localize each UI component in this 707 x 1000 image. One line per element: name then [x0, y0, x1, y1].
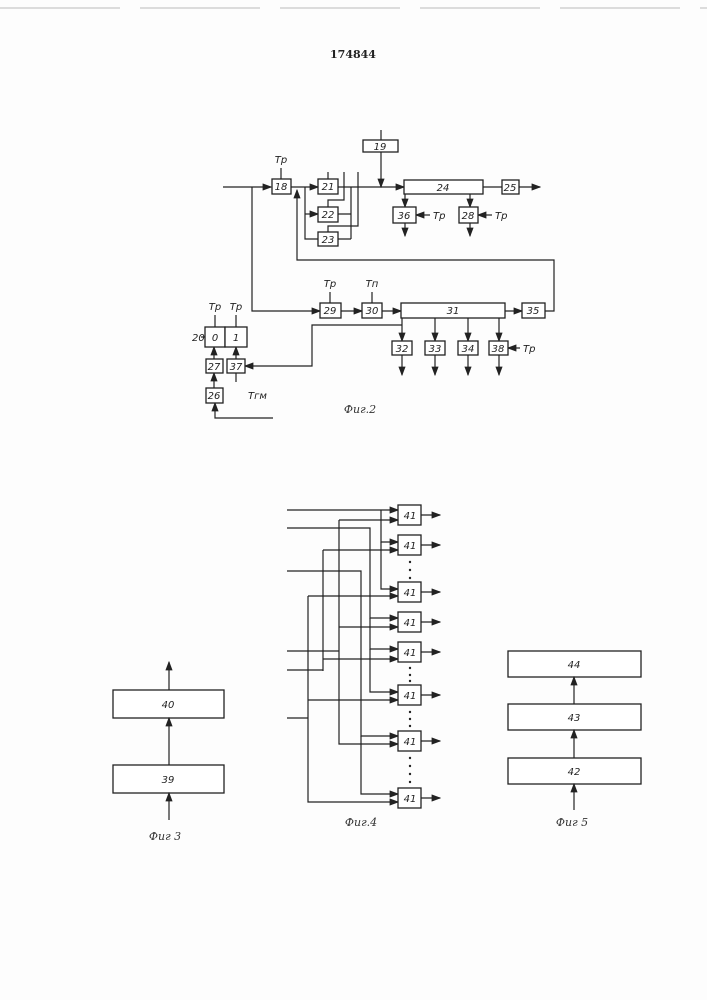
- fig4-caption: Фиг.4: [345, 816, 377, 829]
- fig5-caption: Фиг 5: [556, 816, 588, 829]
- patent-number: 174844: [330, 48, 376, 61]
- signal-tgm: Тгм: [248, 391, 267, 402]
- label-20: 20: [192, 333, 205, 344]
- signal-tr: Тр: [209, 302, 221, 313]
- block-27: 27: [208, 362, 221, 373]
- figure-3: 40 39 Фиг 3: [113, 662, 224, 843]
- block-41: 41: [404, 511, 417, 522]
- signal-tp: Тп: [366, 279, 379, 290]
- block-25: 25: [504, 183, 517, 194]
- fig2-caption: Фиг.2: [344, 403, 376, 416]
- figure-5: 44 43 42 Фиг 5: [508, 651, 641, 829]
- block-26: 26: [208, 391, 221, 402]
- block-43: 43: [568, 713, 581, 724]
- block-41: 41: [404, 588, 417, 599]
- signal-tr: Тр: [433, 211, 445, 222]
- block-22: 22: [322, 210, 335, 221]
- block-41: 41: [404, 648, 417, 659]
- block-41: 41: [404, 794, 417, 805]
- block-37: 37: [230, 362, 243, 373]
- figure-4: 41 41 41 41 41 41 41 41 Фиг.4: [287, 505, 440, 829]
- signal-tr: Тр: [495, 211, 507, 222]
- block-29: 29: [324, 306, 337, 317]
- block-31: 31: [447, 306, 460, 317]
- blocks: 18 19 21 22 23 24 25 36 28 29 30 31 35 3…: [205, 140, 545, 403]
- block-41: 41: [404, 618, 417, 629]
- signal-tr: Тр: [275, 155, 287, 166]
- block-28: 28: [462, 211, 475, 222]
- block-19: 19: [374, 142, 387, 153]
- figure-2: Тр Тр Тр Тр Тп: [192, 130, 554, 418]
- block-24: 24: [437, 183, 450, 194]
- block-32: 32: [396, 344, 409, 355]
- block-41: 41: [404, 691, 417, 702]
- trigger-cell-0: 0: [212, 333, 218, 344]
- block-36: 36: [398, 211, 411, 222]
- block-42: 42: [568, 767, 581, 778]
- signal-tr: Тр: [324, 279, 336, 290]
- block-35: 35: [527, 306, 540, 317]
- block-23: 23: [322, 235, 335, 246]
- trigger-cell-1: 1: [233, 333, 239, 344]
- signal-tr: Тр: [230, 302, 242, 313]
- block-33: 33: [429, 344, 442, 355]
- block-30: 30: [366, 306, 379, 317]
- block-41-column: 41 41 41 41 41 41 41 41: [398, 505, 421, 808]
- block-18: 18: [275, 182, 288, 193]
- block-40: 40: [162, 700, 175, 711]
- block-41: 41: [404, 541, 417, 552]
- block-21: 21: [322, 182, 335, 193]
- block-38: 38: [492, 344, 505, 355]
- block-39: 39: [162, 775, 175, 786]
- block-34: 34: [462, 344, 475, 355]
- fig3-caption: Фиг 3: [149, 830, 181, 843]
- signal-tr: Тр: [523, 344, 535, 355]
- block-41: 41: [404, 737, 417, 748]
- block-44: 44: [568, 660, 581, 671]
